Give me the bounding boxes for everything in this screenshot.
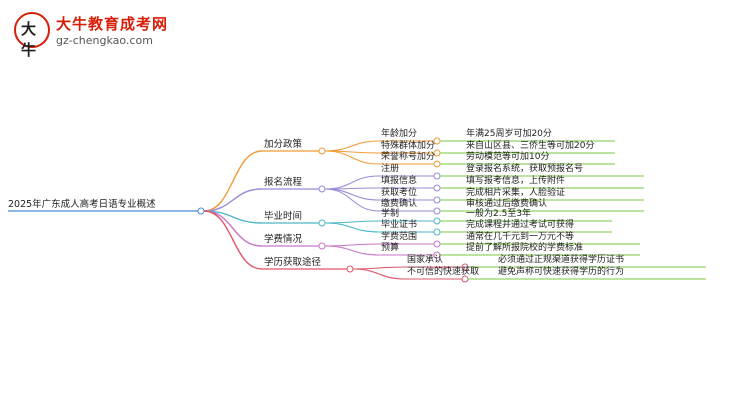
subtopic-collapse-toggle[interactable] bbox=[433, 196, 441, 204]
subtopic-collapse-toggle[interactable] bbox=[433, 184, 441, 192]
subtopic-label: 填报信息 bbox=[381, 176, 418, 186]
category-collapse-toggle[interactable] bbox=[318, 242, 326, 250]
child-connector bbox=[352, 266, 406, 270]
child-connector bbox=[324, 222, 380, 233]
bull-logo-icon: 大牛 bbox=[14, 12, 50, 59]
child-connector bbox=[352, 268, 406, 280]
subtopic-label: 获取考位 bbox=[381, 188, 418, 198]
child-connector bbox=[324, 245, 380, 256]
subtopic-label: 不可信的快速获取 bbox=[407, 267, 480, 277]
detail-text: 避免声称可快速获得学历的行为 bbox=[498, 267, 625, 277]
subtopic-label: 预算 bbox=[381, 243, 400, 253]
category-collapse-toggle[interactable] bbox=[318, 219, 326, 227]
detail-text: 完成课程并通过考试可获得 bbox=[466, 220, 575, 230]
site-url: gz-chengkao.com bbox=[56, 34, 153, 47]
child-connector bbox=[324, 188, 380, 212]
root-collapse-toggle[interactable] bbox=[197, 207, 205, 215]
subtopic-collapse-toggle[interactable] bbox=[433, 240, 441, 248]
category-label: 毕业时间 bbox=[264, 211, 303, 222]
subtopic-label: 毕业证书 bbox=[381, 220, 418, 230]
subtopic-label: 缴费确认 bbox=[381, 199, 418, 209]
detail-text: 填写报考信息，上传附件 bbox=[466, 176, 566, 186]
branch-connector-1 bbox=[203, 188, 263, 212]
subtopic-label: 荣誉称号加分 bbox=[381, 152, 436, 162]
category-label: 学费情况 bbox=[264, 234, 303, 245]
child-connector bbox=[324, 188, 380, 201]
category-collapse-toggle[interactable] bbox=[318, 185, 326, 193]
subtopic-collapse-toggle[interactable] bbox=[433, 217, 441, 225]
detail-text: 提前了解所报院校的学费标准 bbox=[466, 243, 584, 253]
detail-text: 年满25周岁可加20分 bbox=[466, 129, 552, 139]
site-title: 大牛教育成考网 bbox=[56, 15, 169, 33]
child-connector bbox=[324, 140, 380, 152]
subtopic-collapse-toggle[interactable] bbox=[433, 172, 441, 180]
detail-text: 完成相片采集，人脸验证 bbox=[466, 188, 566, 198]
category-label: 学历获取途径 bbox=[264, 257, 322, 268]
subtopic-collapse-toggle[interactable] bbox=[433, 207, 441, 215]
detail-text: 通常在几千元到一万元不等 bbox=[466, 232, 575, 242]
root-topic: 2025年广东成人高考日语专业概述 bbox=[8, 199, 156, 210]
site-logo[interactable]: 大牛 大牛教育成考网 gz-chengkao.com bbox=[14, 12, 167, 59]
category-collapse-toggle[interactable] bbox=[318, 147, 326, 155]
detail-text: 审核通过后缴费确认 bbox=[466, 199, 548, 209]
detail-text: 来自山区县、三侨生等可加20分 bbox=[466, 141, 595, 151]
category-label: 报名流程 bbox=[264, 177, 303, 188]
branch-connector-4 bbox=[203, 210, 263, 270]
child-connector bbox=[324, 243, 380, 247]
detail-text: 登录报名系统，获取预报名号 bbox=[466, 164, 584, 174]
detail-text: 必须通过正规渠道获得学历证书 bbox=[498, 255, 625, 265]
child-connector bbox=[324, 175, 380, 190]
child-connector bbox=[324, 220, 380, 224]
category-collapse-toggle[interactable] bbox=[346, 265, 354, 273]
category-label: 加分政策 bbox=[264, 139, 303, 150]
detail-text: 劳动模范等可加10分 bbox=[466, 152, 550, 162]
branch-connector-0 bbox=[203, 150, 263, 212]
detail-text: 一般为2.5至3年 bbox=[466, 209, 532, 219]
subtopic-label: 国家承认 bbox=[407, 255, 444, 265]
child-connector bbox=[324, 150, 380, 165]
subtopic-label: 注册 bbox=[381, 164, 400, 174]
subtopic-label: 学制 bbox=[381, 209, 400, 219]
subtopic-label: 年龄加分 bbox=[381, 129, 418, 139]
subtopic-label: 学费范围 bbox=[381, 232, 418, 242]
subtopic-label: 特殊群体加分 bbox=[381, 141, 436, 151]
subtopic-collapse-toggle[interactable] bbox=[433, 228, 441, 236]
